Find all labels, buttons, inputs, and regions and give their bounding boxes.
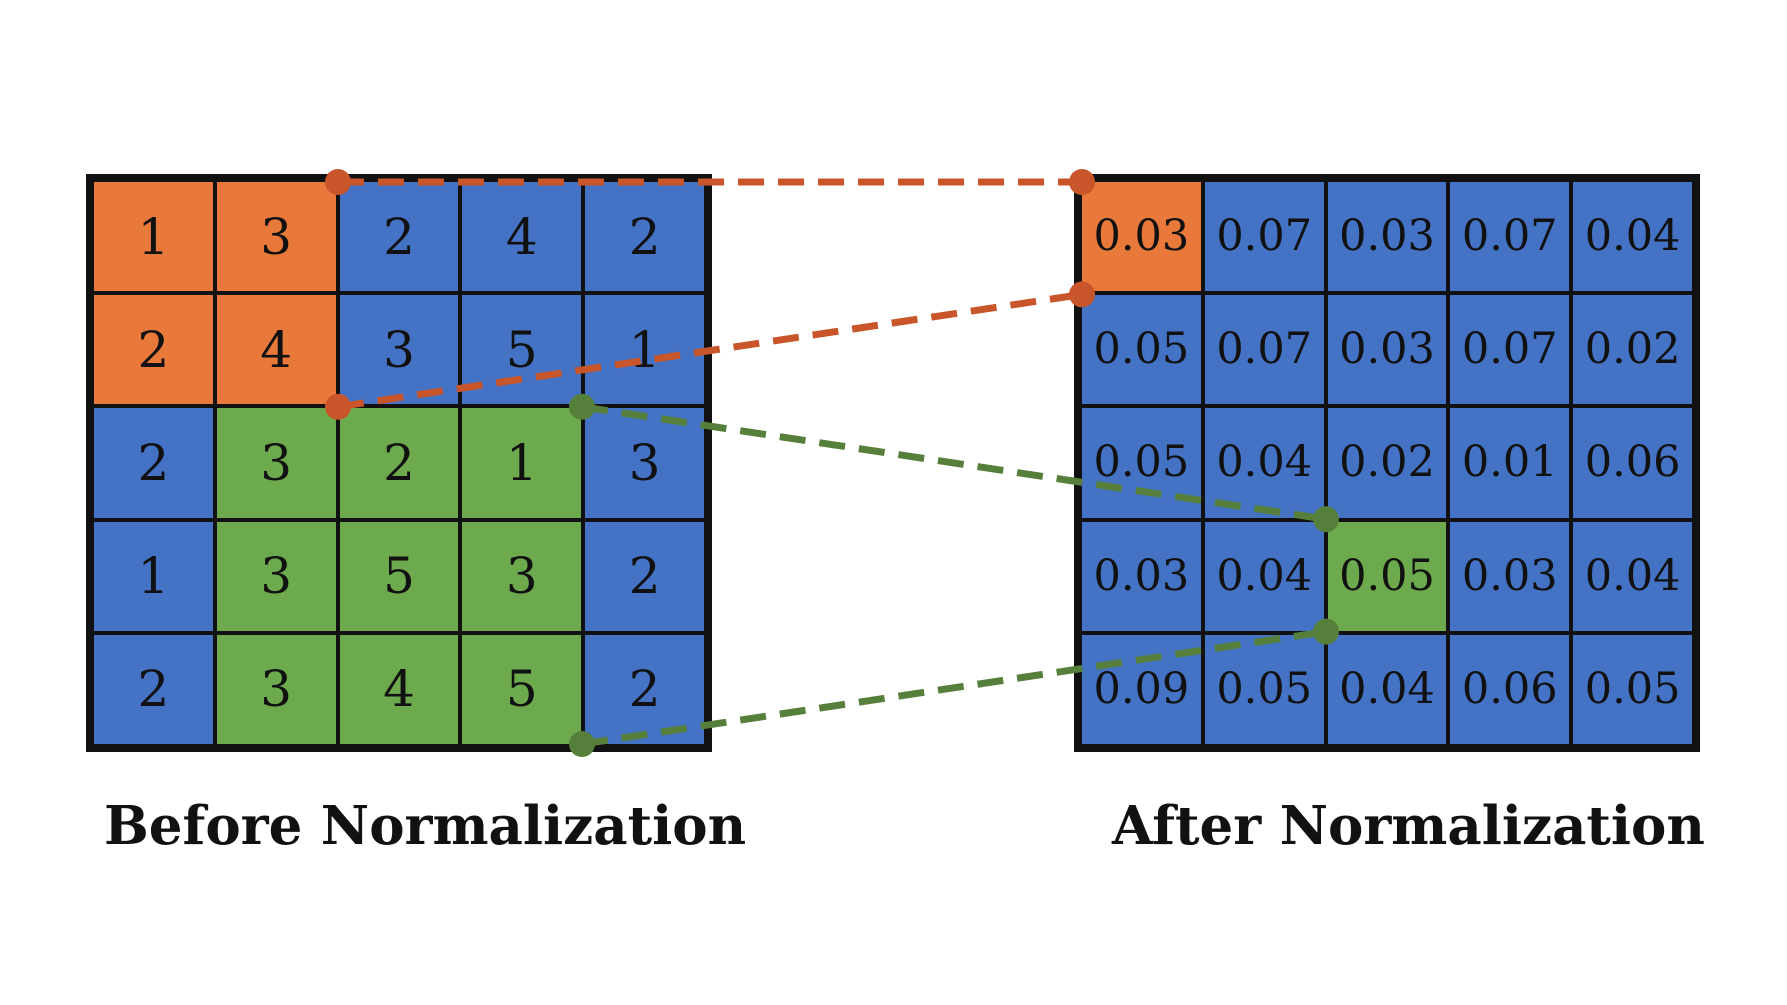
before-cell-r4c2: 3 <box>216 521 336 631</box>
before-cell-r5c3: 4 <box>339 634 459 744</box>
after-cell-r3c3: 0.02 <box>1327 408 1447 518</box>
before-cell-r1c2: 3 <box>216 182 336 292</box>
after-caption: After Normalization <box>1112 795 1705 857</box>
before-cell-r2c1: 2 <box>94 295 213 405</box>
after-cell-r5c2: 0.05 <box>1204 634 1324 744</box>
before-cell-r3c4: 1 <box>462 408 582 518</box>
before-cell-r1c5: 2 <box>585 182 704 292</box>
after-cell-r4c5: 0.04 <box>1573 521 1692 631</box>
after-cell-r3c5: 0.06 <box>1573 408 1692 518</box>
after-cell-r5c3: 0.04 <box>1327 634 1447 744</box>
after-cell-r5c4: 0.06 <box>1450 634 1570 744</box>
after-cell-r2c4: 0.07 <box>1450 295 1570 405</box>
after-cell-r5c5: 0.05 <box>1573 634 1692 744</box>
after-cell-r2c1: 0.05 <box>1082 295 1201 405</box>
before-cell-r5c2: 3 <box>216 634 336 744</box>
before-cell-r1c1: 1 <box>94 182 213 292</box>
after-cell-r2c3: 0.03 <box>1327 295 1447 405</box>
after-cell-r5c1: 0.09 <box>1082 634 1201 744</box>
before-cell-r1c4: 4 <box>462 182 582 292</box>
before-cell-r4c3: 5 <box>339 521 459 631</box>
before-cell-r3c3: 2 <box>339 408 459 518</box>
after-cell-r2c2: 0.07 <box>1204 295 1324 405</box>
before-cell-r2c3: 3 <box>339 295 459 405</box>
after-cell-r4c4: 0.03 <box>1450 521 1570 631</box>
before-cell-r2c2: 4 <box>216 295 336 405</box>
before-cell-r5c4: 5 <box>462 634 582 744</box>
before-cell-r3c2: 3 <box>216 408 336 518</box>
after-cell-r1c1: 0.03 <box>1082 182 1201 292</box>
before-cell-r5c1: 2 <box>94 634 213 744</box>
after-cell-r1c2: 0.07 <box>1204 182 1324 292</box>
before-cell-r4c4: 3 <box>462 521 582 631</box>
after-cell-r3c2: 0.04 <box>1204 408 1324 518</box>
after-cell-r1c5: 0.04 <box>1573 182 1692 292</box>
after-cell-r1c4: 0.07 <box>1450 182 1570 292</box>
after-cell-r4c2: 0.04 <box>1204 521 1324 631</box>
before-cell-r2c5: 1 <box>585 295 704 405</box>
before-cell-r1c3: 2 <box>339 182 459 292</box>
before-caption: Before Normalization <box>104 795 747 857</box>
after-cell-r2c5: 0.02 <box>1573 295 1692 405</box>
after-cell-r1c3: 0.03 <box>1327 182 1447 292</box>
after-cell-r3c4: 0.01 <box>1450 408 1570 518</box>
before-cell-r3c5: 3 <box>585 408 704 518</box>
after-cell-r3c1: 0.05 <box>1082 408 1201 518</box>
after-cell-r4c3: 0.05 <box>1327 521 1447 631</box>
before-cell-r5c5: 2 <box>585 634 704 744</box>
after-cell-r4c1: 0.03 <box>1082 521 1201 631</box>
before-cell-r3c1: 2 <box>94 408 213 518</box>
before-cell-r4c5: 2 <box>585 521 704 631</box>
before-cell-r4c1: 1 <box>94 521 213 631</box>
before-cell-r2c4: 5 <box>462 295 582 405</box>
